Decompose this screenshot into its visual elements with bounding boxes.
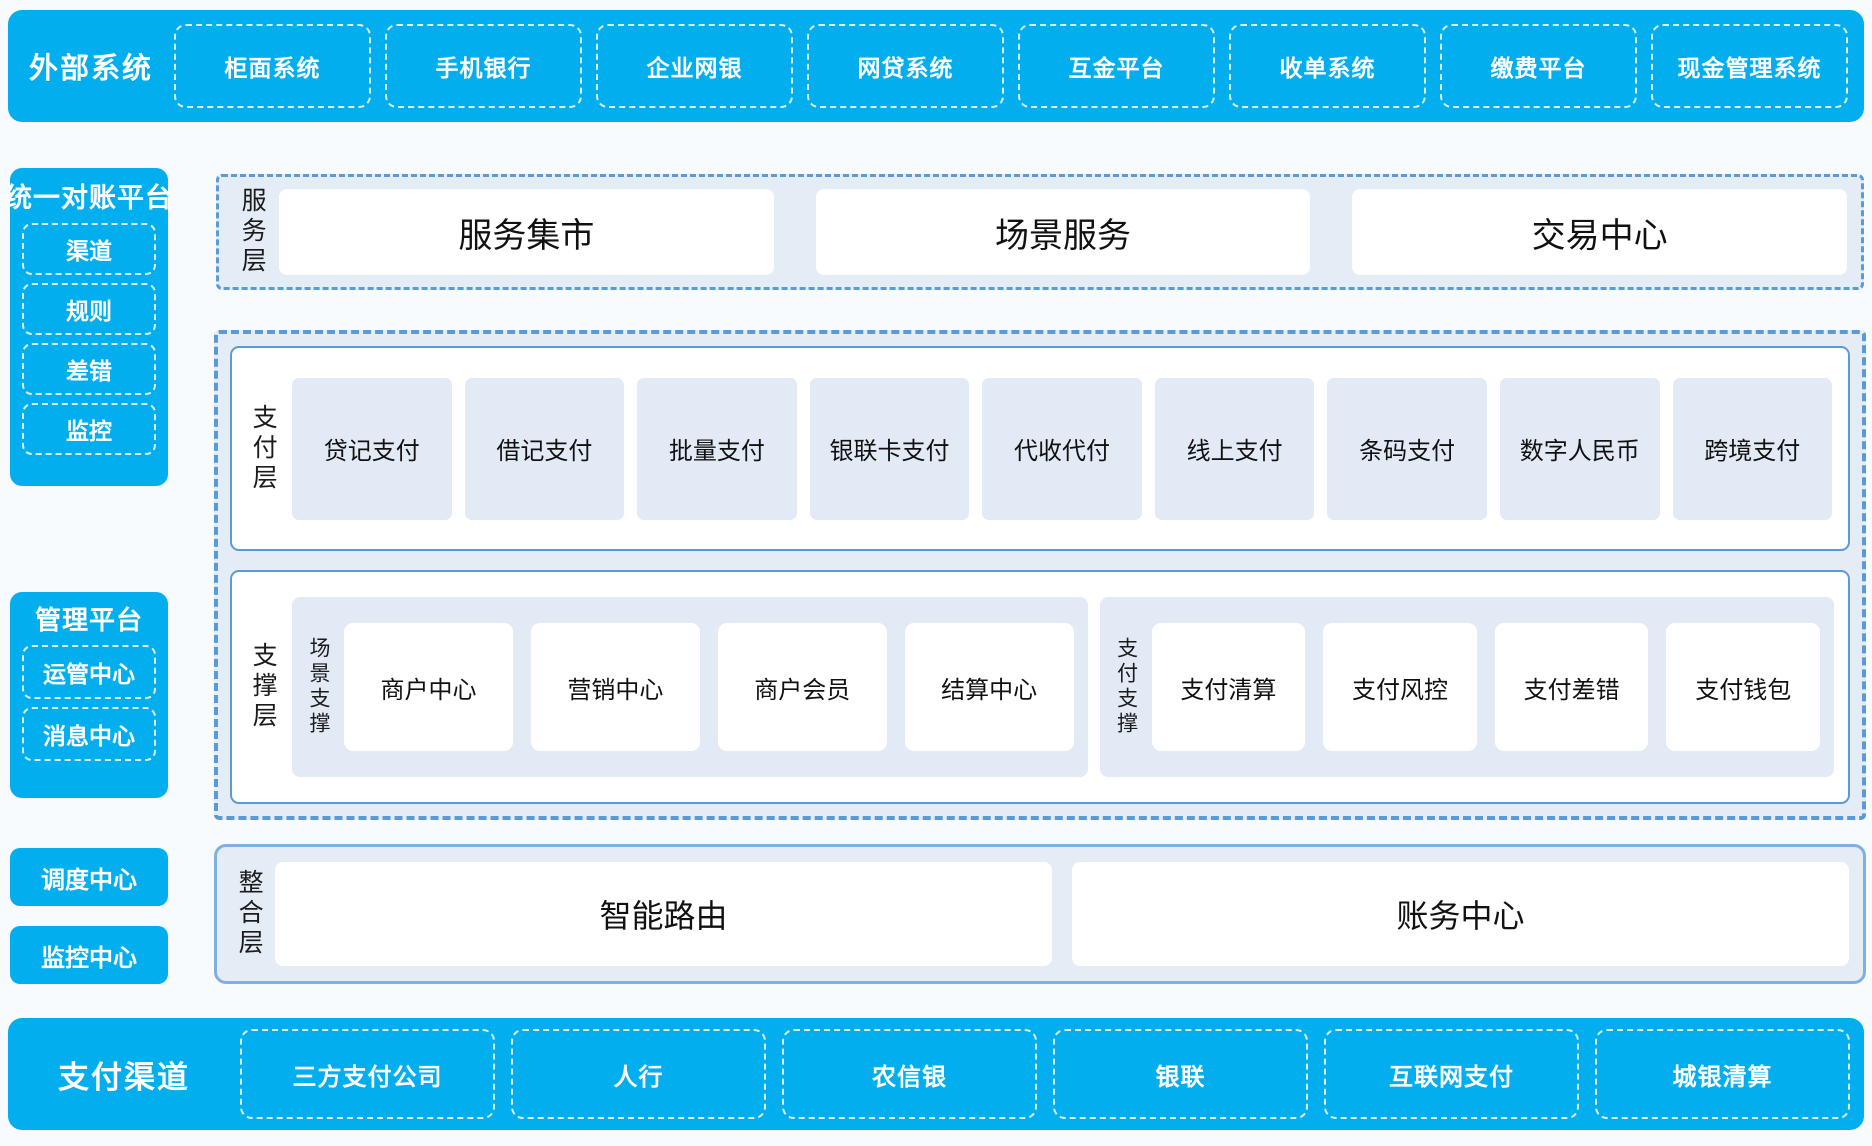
external-systems-title: 外部系统 — [28, 53, 153, 85]
payment-tile-batch[interactable]: 批量支付 — [637, 377, 797, 520]
reconciliation-platform-title: 统一对账平台 — [5, 183, 173, 213]
support-card-payment-clearing[interactable]: 支付清算 — [1151, 623, 1306, 751]
support-card-payment-risk[interactable]: 支付风控 — [1323, 623, 1477, 751]
management-platform-title: 管理平台 — [34, 605, 143, 635]
service-layer-cards: 服务集市 场景服务 交易中心 — [279, 189, 1848, 275]
payment-tile-credit[interactable]: 贷记支付 — [292, 377, 452, 520]
reconciliation-item-error[interactable]: 差错 — [22, 343, 156, 395]
support-group-scenario-label: 场景支撑 — [307, 637, 331, 737]
payment-channel-unionpay[interactable]: 银联 — [1053, 1029, 1308, 1119]
service-card-market[interactable]: 服务集市 — [279, 189, 774, 275]
external-system-item[interactable]: 收单系统 — [1229, 24, 1426, 108]
monitoring-center-card[interactable]: 监控中心 — [10, 926, 168, 984]
service-card-scenario[interactable]: 场景服务 — [815, 189, 1311, 275]
external-system-item[interactable]: 手机银行 — [385, 24, 582, 108]
core-platform-wrapper: 支付层 贷记支付 借记支付 批量支付 银联卡支付 代收代付 线上支付 条码支付 … — [214, 330, 1866, 820]
support-group-scenario-cards: 商户中心 营销中心 商户会员 结算中心 — [344, 623, 1074, 751]
management-item-message[interactable]: 消息中心 — [22, 707, 156, 761]
external-system-item[interactable]: 企业网银 — [596, 24, 793, 108]
management-item-operations[interactable]: 运管中心 — [22, 645, 156, 699]
service-layer-label: 服务层 — [238, 187, 267, 277]
external-system-item[interactable]: 现金管理系统 — [1651, 24, 1848, 108]
integration-card-accounting-center[interactable]: 账务中心 — [1072, 862, 1849, 966]
integration-layer-panel: 整合层 智能路由 账务中心 — [214, 844, 1866, 984]
support-layer-label: 支撑层 — [249, 642, 278, 732]
support-group-scenario: 场景支撑 商户中心 营销中心 商户会员 结算中心 — [292, 597, 1088, 777]
payment-channel-rcc[interactable]: 农信银 — [782, 1029, 1037, 1119]
external-system-item[interactable]: 柜面系统 — [174, 24, 371, 108]
reconciliation-item-monitor[interactable]: 监控 — [22, 403, 156, 455]
payment-channel-third-party[interactable]: 三方支付公司 — [240, 1029, 495, 1119]
reconciliation-platform-card: 统一对账平台 渠道 规则 差错 监控 — [5, 168, 172, 486]
integration-layer-cards: 智能路由 账务中心 — [275, 862, 1849, 966]
payment-tile-debit[interactable]: 借记支付 — [464, 377, 625, 520]
integration-layer-label: 整合层 — [235, 869, 264, 959]
support-card-payment-error[interactable]: 支付差错 — [1494, 623, 1649, 751]
payment-channels-bar: 支付渠道 三方支付公司 人行 农信银 银联 互联网支付 城银清算 — [8, 1018, 1864, 1130]
reconciliation-item-rule[interactable]: 规则 — [22, 283, 156, 335]
external-system-item[interactable]: 网贷系统 — [807, 24, 1004, 108]
external-system-item[interactable]: 互金平台 — [1018, 24, 1215, 108]
payment-channel-pboc[interactable]: 人行 — [511, 1029, 766, 1119]
support-layer-panel: 支撑层 场景支撑 商户中心 营销中心 商户会员 结算中心 支付支撑 支付清算 — [230, 570, 1850, 804]
support-group-payment-cards: 支付清算 支付风控 支付差错 支付钱包 — [1151, 623, 1821, 751]
payment-channel-city-bank-clearing[interactable]: 城银清算 — [1595, 1029, 1850, 1119]
integration-card-smart-routing[interactable]: 智能路由 — [275, 862, 1052, 966]
support-layer-groups: 场景支撑 商户中心 营销中心 商户会员 结算中心 支付支撑 支付清算 支付风控 … — [292, 597, 1834, 777]
support-card-settlement-center[interactable]: 结算中心 — [904, 623, 1074, 751]
payment-layer-panel: 支付层 贷记支付 借记支付 批量支付 银联卡支付 代收代付 线上支付 条码支付 … — [230, 346, 1850, 551]
payment-channel-internet[interactable]: 互联网支付 — [1324, 1029, 1579, 1119]
support-group-payment: 支付支撑 支付清算 支付风控 支付差错 支付钱包 — [1099, 597, 1834, 777]
management-platform-card: 管理平台 运管中心 消息中心 — [10, 592, 168, 798]
payment-tile-cross-border[interactable]: 跨境支付 — [1672, 377, 1833, 520]
support-group-payment-label: 支付支撑 — [1114, 637, 1138, 737]
service-layer-panel: 服务层 服务集市 场景服务 交易中心 — [216, 174, 1864, 290]
payment-channels-title: 支付渠道 — [58, 1059, 190, 1095]
support-card-merchant-member[interactable]: 商户会员 — [717, 623, 887, 751]
service-card-transaction[interactable]: 交易中心 — [1352, 189, 1848, 275]
scheduling-center-card[interactable]: 调度中心 — [10, 848, 168, 906]
payment-layer-label: 支付层 — [249, 403, 278, 494]
support-card-merchant-center[interactable]: 商户中心 — [344, 623, 513, 751]
external-systems-bar: 外部系统 柜面系统 手机银行 企业网银 网贷系统 互金平台 收单系统 缴费平台 … — [8, 10, 1864, 122]
support-card-payment-wallet[interactable]: 支付钱包 — [1666, 623, 1821, 751]
external-systems-items: 柜面系统 手机银行 企业网银 网贷系统 互金平台 收单系统 缴费平台 现金管理系… — [174, 24, 1848, 108]
payment-tile-online[interactable]: 线上支付 — [1154, 377, 1315, 520]
reconciliation-item-channel[interactable]: 渠道 — [22, 223, 156, 275]
payment-tile-unionpay-card[interactable]: 银联卡支付 — [809, 377, 970, 520]
payment-tile-barcode[interactable]: 条码支付 — [1327, 377, 1487, 520]
support-card-marketing-center[interactable]: 营销中心 — [530, 623, 700, 751]
payment-layer-tiles: 贷记支付 借记支付 批量支付 银联卡支付 代收代付 线上支付 条码支付 数字人民… — [292, 377, 1833, 520]
payment-channels-items: 三方支付公司 人行 农信银 银联 互联网支付 城银清算 — [240, 1029, 1850, 1119]
payment-tile-digital-rmb[interactable]: 数字人民币 — [1499, 377, 1660, 520]
external-system-item[interactable]: 缴费平台 — [1440, 24, 1637, 108]
payment-tile-collection-payment[interactable]: 代收代付 — [982, 377, 1142, 520]
